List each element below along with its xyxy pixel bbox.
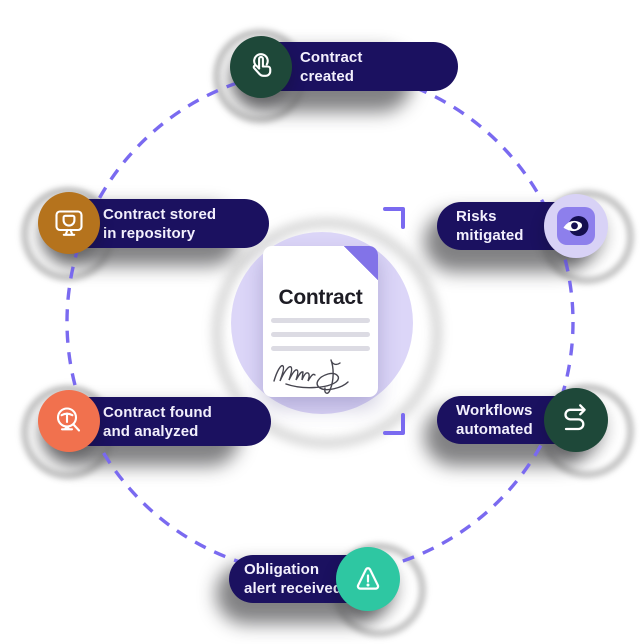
node-label-line: Contract — [300, 48, 363, 66]
icon-badge-workflows-automated — [544, 388, 608, 452]
node-label-line: Workflows — [456, 402, 533, 419]
node-label-line: Risks — [456, 208, 497, 225]
icon-badge-risks-mitigated — [544, 194, 608, 258]
icon-badge-contract-stored — [38, 192, 100, 254]
node-label-line: and analyzed — [103, 422, 199, 440]
eye-icon — [563, 216, 589, 236]
warning-triangle-icon — [356, 567, 380, 590]
node-label-line: Contract found — [103, 403, 212, 421]
node-label-line: in repository — [103, 224, 196, 242]
page-fold-corner — [344, 246, 378, 280]
bracket-bottom-right — [383, 413, 405, 435]
tap-icon — [252, 53, 272, 77]
search-text-icon — [56, 407, 81, 432]
document-text-line — [271, 318, 370, 323]
node-label-line: created — [300, 67, 355, 85]
icon-badge-contract-created — [230, 36, 292, 98]
document-text-line — [271, 346, 370, 351]
node-label-line: automated — [456, 421, 533, 438]
eye-icon-tile — [557, 207, 595, 245]
bracket-top-right — [383, 207, 405, 229]
document-title: Contract — [278, 286, 363, 309]
workflow-arrow-icon — [564, 404, 586, 431]
icon-badge-contract-found — [38, 390, 100, 452]
contract-document-icon: Contract — [263, 246, 378, 397]
document-text-line — [271, 332, 370, 337]
node-label-line: alert received — [244, 580, 343, 597]
monitor-icon — [55, 210, 83, 236]
signature-scribble — [273, 359, 349, 394]
node-label-line: Contract stored — [103, 205, 217, 223]
node-label-line: Obligation — [244, 561, 320, 578]
icon-badge-obligation-alert — [336, 547, 400, 611]
sketch-ring — [212, 218, 442, 448]
node-label-line: mitigated — [456, 227, 524, 244]
